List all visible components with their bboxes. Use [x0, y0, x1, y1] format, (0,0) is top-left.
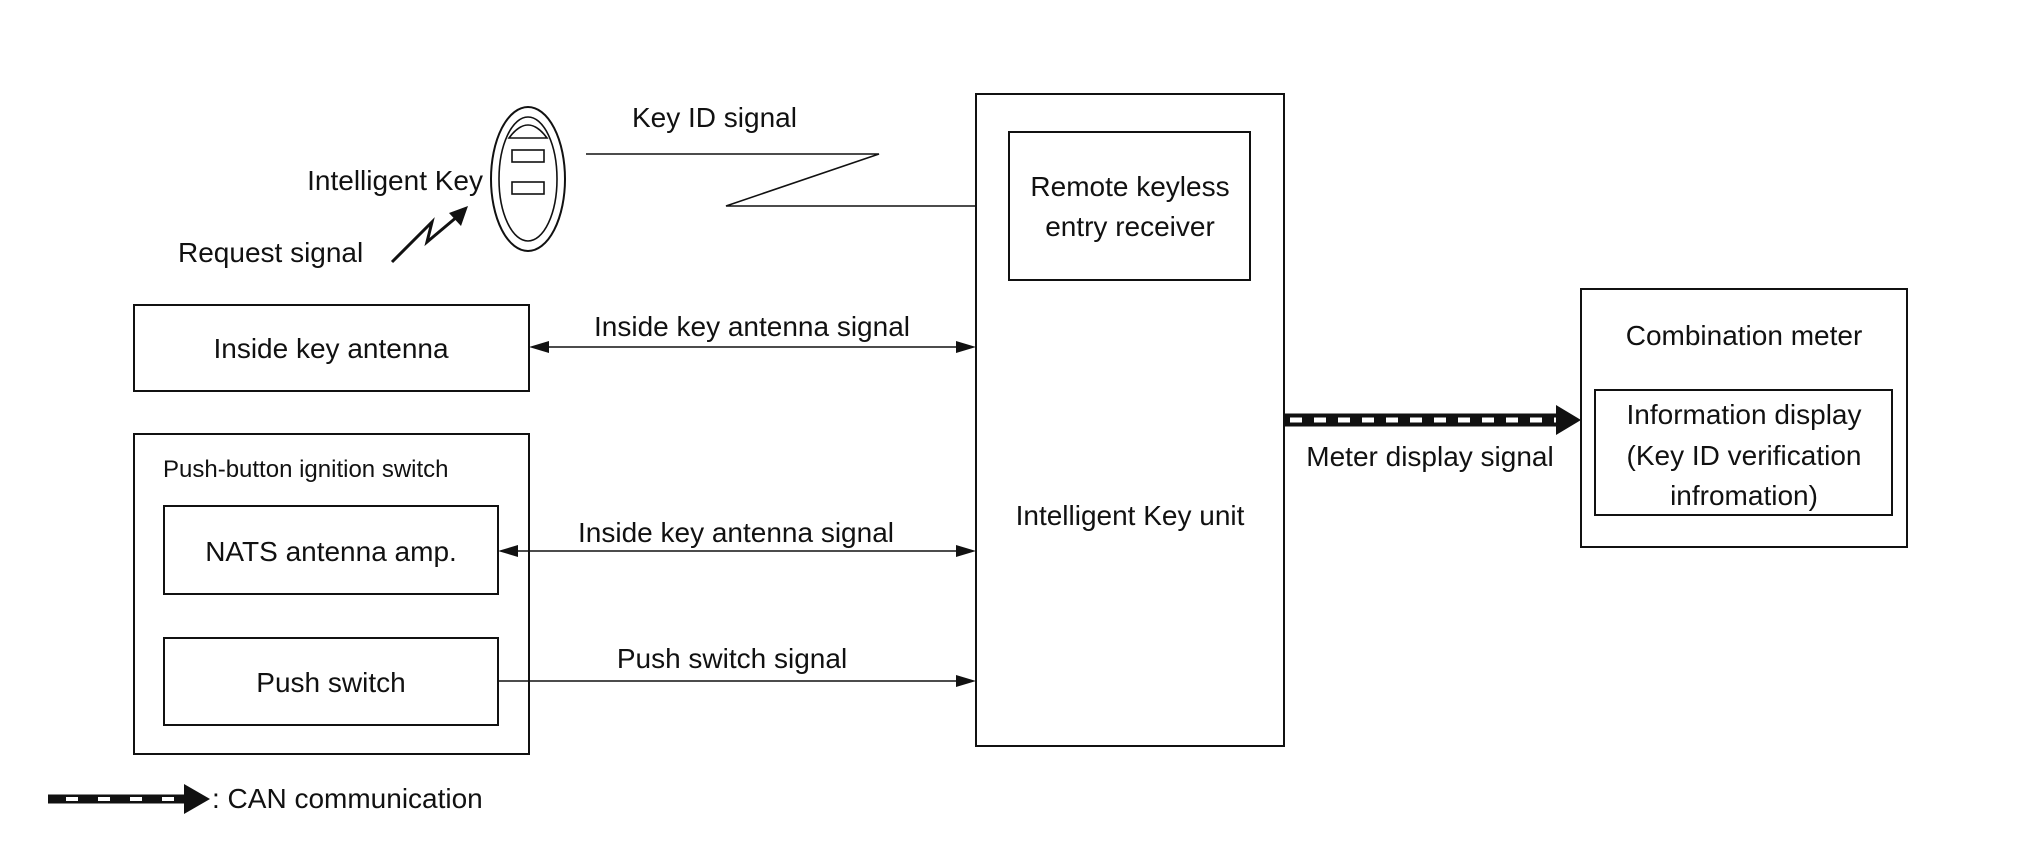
combination-meter-label: Combination meter — [1626, 320, 1863, 351]
remote-keyless-entry-receiver-label-line2: entry receiver — [1045, 211, 1215, 242]
remote-keyless-entry-receiver-box — [1008, 131, 1251, 281]
push-switch-box — [163, 637, 499, 726]
nats-antenna-amp-label: NATS antenna amp. — [205, 536, 457, 567]
push-switch-signal-arrowhead — [956, 675, 976, 687]
inside-key-antenna-signal-label-top: Inside key antenna signal — [594, 311, 910, 342]
inside-key-antenna-signal-label-bottom: Inside key antenna signal — [578, 517, 894, 548]
remote-keyless-entry-receiver-label-line1: Remote keyless — [1030, 171, 1229, 202]
meter-display-can-arrowhead — [1556, 405, 1581, 435]
intelligent-key-label: Intelligent Key — [307, 165, 483, 196]
nats-antenna-amp-box — [163, 505, 499, 595]
inside-key-antenna-label: Inside key antenna — [213, 333, 448, 364]
push-switch-signal-label: Push switch signal — [617, 643, 847, 674]
information-display-label-line1: Information display — [1626, 399, 1861, 430]
legend: : CAN communication — [48, 783, 483, 814]
push-switch-label: Push switch — [256, 667, 405, 698]
inside-key-antenna-signal-arrowhead-left-bottom — [498, 545, 518, 557]
push-button-ignition-switch-label: Push-button ignition switch — [163, 456, 449, 483]
information-display-label-line3: infromation) — [1670, 480, 1818, 511]
key-id-signal-label: Key ID signal — [632, 102, 797, 133]
information-display-label-line2: (Key ID verification — [1627, 440, 1862, 471]
request-signal-arrowhead — [449, 206, 468, 226]
inside-key-antenna-signal-arrowhead-right-bottom — [956, 545, 976, 557]
intelligent-key-unit-label: Intelligent Key unit — [1016, 500, 1245, 531]
inside-key-antenna-signal-arrowhead-left-top — [529, 341, 549, 353]
legend-can-communication-label: : CAN communication — [212, 783, 483, 814]
request-signal-label: Request signal — [178, 237, 363, 268]
meter-display-signal-label: Meter display signal — [1306, 441, 1553, 472]
key-id-signal-line — [586, 153, 986, 207]
inside-key-antenna-signal-arrowhead-right-top — [956, 341, 976, 353]
information-display-box — [1594, 389, 1893, 516]
inside-key-antenna-box — [133, 304, 530, 392]
request-signal-zigzag — [390, 214, 459, 264]
legend-can-arrowhead — [184, 784, 210, 814]
intelligent-key-fob — [490, 106, 566, 252]
